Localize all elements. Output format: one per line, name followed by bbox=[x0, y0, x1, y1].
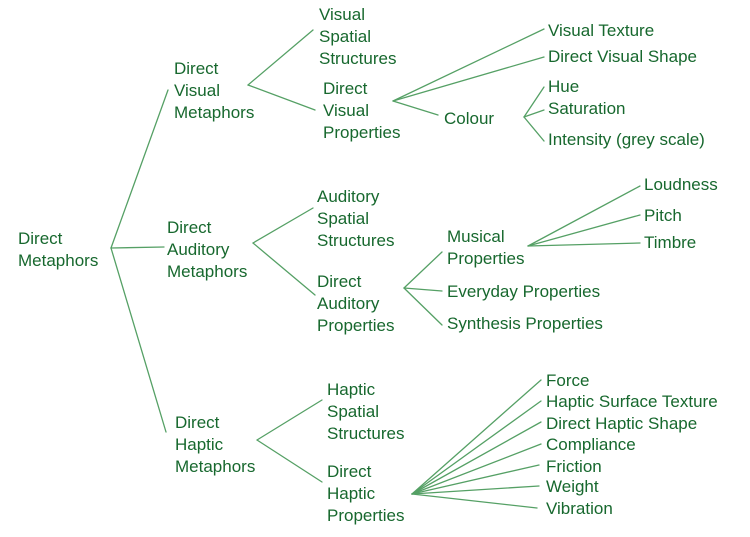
connector-line bbox=[403, 287, 443, 326]
node-saturation: Saturation bbox=[548, 99, 626, 118]
connector-line bbox=[411, 485, 540, 495]
node-compliance: Compliance bbox=[546, 435, 636, 454]
connector-line bbox=[392, 56, 545, 102]
node-direct-visual-properties: Direct Visual Properties bbox=[323, 79, 401, 142]
node-direct-visual-shape: Direct Visual Shape bbox=[548, 47, 697, 66]
connector-line bbox=[252, 242, 316, 296]
connector-line bbox=[256, 399, 323, 441]
node-weight: Weight bbox=[546, 477, 599, 496]
node-hue: Hue bbox=[548, 77, 580, 96]
node-musical-properties: Musical Properties bbox=[447, 227, 525, 268]
node-haptic-spatial-structures: Haptic Spatial Structures bbox=[327, 380, 405, 443]
connector-line bbox=[403, 251, 443, 289]
connector-line bbox=[110, 246, 165, 249]
connector-line bbox=[523, 86, 545, 118]
node-visual-texture: Visual Texture bbox=[548, 21, 655, 40]
node-auditory-spatial-structures: Auditory Spatial Structures bbox=[317, 187, 395, 250]
node-loudness: Loudness bbox=[644, 175, 718, 194]
node-vibration: Vibration bbox=[546, 499, 613, 518]
connector-line bbox=[256, 439, 323, 483]
connector-line bbox=[392, 28, 545, 102]
connector-line bbox=[527, 214, 641, 247]
connector-line bbox=[110, 89, 169, 249]
connector-line bbox=[411, 464, 540, 495]
connector-line bbox=[247, 29, 314, 86]
node-direct-auditory-properties: Direct Auditory Properties bbox=[317, 272, 395, 335]
node-colour: Colour bbox=[444, 109, 495, 128]
connector-line bbox=[411, 379, 542, 495]
node-direct-haptic-metaphors: Direct Haptic Metaphors bbox=[175, 413, 256, 476]
node-direct-visual-metaphors: Direct Visual Metaphors bbox=[174, 59, 255, 122]
node-force: Force bbox=[546, 371, 590, 390]
connector-line bbox=[403, 287, 443, 292]
node-direct-haptic-properties: Direct Haptic Properties bbox=[327, 462, 405, 525]
node-synthesis-properties: Synthesis Properties bbox=[447, 314, 603, 333]
node-intensity-grey-scale: Intensity (grey scale) bbox=[548, 130, 705, 149]
connector-line bbox=[411, 493, 538, 509]
node-visual-spatial-structures: Visual Spatial Structures bbox=[319, 5, 397, 68]
connector-line bbox=[392, 100, 439, 116]
node-friction: Friction bbox=[546, 457, 602, 476]
connector-line bbox=[523, 116, 545, 142]
connector-line bbox=[252, 207, 314, 244]
connector-line bbox=[110, 247, 167, 433]
connector-line bbox=[411, 400, 542, 495]
connector-line bbox=[527, 185, 641, 247]
connector-line bbox=[411, 421, 542, 495]
node-direct-haptic-shape: Direct Haptic Shape bbox=[546, 414, 698, 433]
node-direct-auditory-metaphors: Direct Auditory Metaphors bbox=[167, 218, 248, 281]
connector-line bbox=[411, 443, 542, 495]
connector-line bbox=[527, 242, 641, 247]
node-everyday-properties: Everyday Properties bbox=[447, 282, 601, 301]
node-timbre: Timbre bbox=[644, 233, 697, 252]
node-direct-metaphors: Direct Metaphors bbox=[18, 229, 99, 270]
node-haptic-surface-texture: Haptic Surface Texture bbox=[546, 392, 718, 411]
connector-line bbox=[247, 84, 316, 111]
connector-line bbox=[523, 109, 545, 118]
node-pitch: Pitch bbox=[644, 206, 682, 225]
